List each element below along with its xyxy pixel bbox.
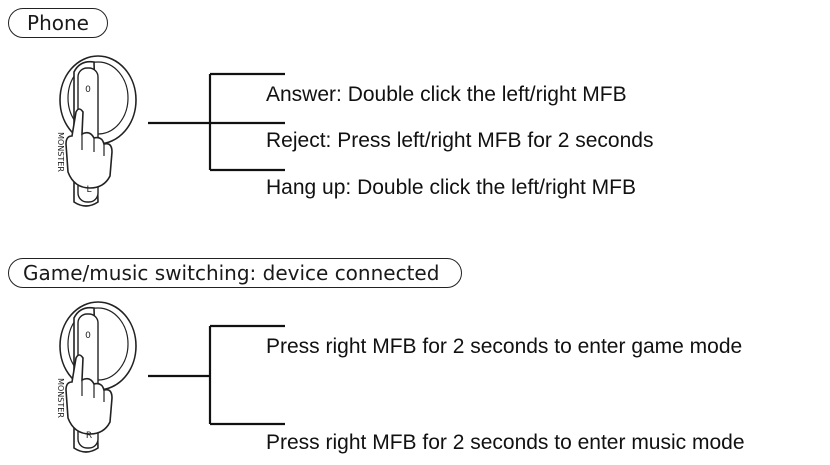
instruction-game-mode: Press right MFB for 2 seconds to enter g… bbox=[266, 335, 743, 358]
instruction-music-mode: Press right MFB for 2 seconds to enter m… bbox=[266, 431, 745, 454]
section-label-game-music: Game/music switching: device connected bbox=[8, 258, 462, 288]
instruction-reject: Reject: Press left/right MFB for 2 secon… bbox=[266, 129, 654, 152]
section-label-phone: Phone bbox=[8, 8, 108, 38]
instruction-answer: Answer: Double click the left/right MFB bbox=[266, 83, 627, 106]
button-mark: 0 bbox=[85, 331, 91, 341]
side-mark: L bbox=[86, 185, 91, 195]
instruction-hang-up: Hang up: Double click the left/right MFB bbox=[266, 176, 637, 199]
side-mark: R bbox=[86, 431, 92, 441]
left-earbud-illustration: 0 MONSTER L bbox=[56, 55, 137, 207]
button-mark: 0 bbox=[85, 85, 91, 95]
brand-text: MONSTER bbox=[56, 378, 65, 418]
brand-text: MONSTER bbox=[56, 132, 65, 172]
right-earbud-illustration: 0 MONSTER R bbox=[56, 301, 137, 453]
